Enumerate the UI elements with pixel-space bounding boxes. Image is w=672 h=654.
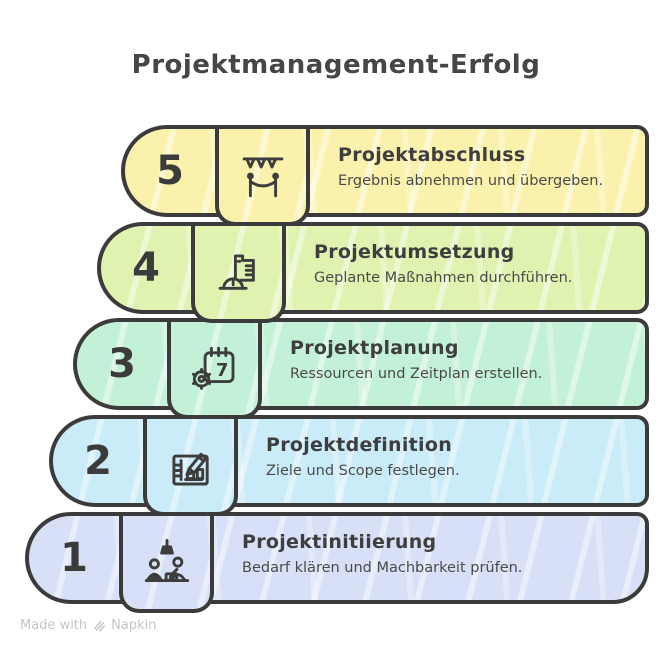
- step-title: Projektabschluss: [338, 144, 526, 166]
- step-text: Projektabschluss Ergebnis abnehmen und ü…: [310, 129, 645, 213]
- calendar-gear-icon: 7: [167, 322, 262, 419]
- step-text: Projektumsetzung Geplante Maßnahmen durc…: [286, 226, 645, 310]
- made-with-label: Made with: [20, 618, 88, 633]
- step-description: Bedarf klären und Machbarkeit prüfen.: [242, 560, 523, 576]
- step-text: Projektinitiierung Bedarf klären und Mac…: [214, 516, 645, 600]
- meeting-people-icon: [119, 516, 214, 613]
- step-number-badge: 2: [84, 438, 112, 484]
- step-row-3: 7 3 Projektplanung Ressourcen und Zeitpl…: [73, 318, 649, 419]
- step-title: Projektumsetzung: [314, 241, 515, 263]
- step-number-badge: 3: [108, 341, 136, 387]
- step-description: Ziele und Scope festlegen.: [266, 463, 460, 479]
- step-text: Projektdefinition Ziele und Scope festle…: [238, 419, 645, 503]
- step-description: Ressourcen und Zeitplan erstellen.: [290, 366, 543, 382]
- step-number-badge: 5: [156, 148, 184, 194]
- construction-building-icon: [191, 226, 286, 323]
- step-number-badge: 4: [132, 245, 160, 291]
- made-with-napkin-attribution: Made with Napkin: [20, 618, 156, 633]
- step-text: Projektplanung Ressourcen und Zeitplan e…: [262, 322, 645, 406]
- step-title: Projektplanung: [290, 337, 459, 359]
- step-number-badge: 1: [60, 535, 88, 581]
- napkin-brand-label: Napkin: [111, 618, 157, 633]
- step-row-1: 1 Projektinitiierung Bedarf klären und M…: [25, 512, 649, 613]
- celebration-garland-icon: [215, 129, 310, 226]
- step-row-4: 4 Projektumsetzung Geplante Maßnahmen du…: [97, 222, 649, 323]
- step-title: Projektinitiierung: [242, 531, 437, 553]
- plan-pencil-icon: [143, 419, 238, 516]
- step-title: Projektdefinition: [266, 434, 453, 456]
- step-row-5: 5 Projektabschluss Ergebnis abnehmen und…: [121, 125, 649, 226]
- page-title: Projektmanagement-Erfolg: [131, 50, 541, 80]
- step-description: Ergebnis abnehmen und übergeben.: [338, 173, 604, 189]
- step-description: Geplante Maßnahmen durchführen.: [314, 270, 573, 286]
- step-row-2: 2 Projektdefinition Ziele und Scope fest…: [49, 415, 649, 516]
- napkin-logo-icon: [94, 620, 106, 632]
- calendar-day-number: 7: [215, 360, 228, 381]
